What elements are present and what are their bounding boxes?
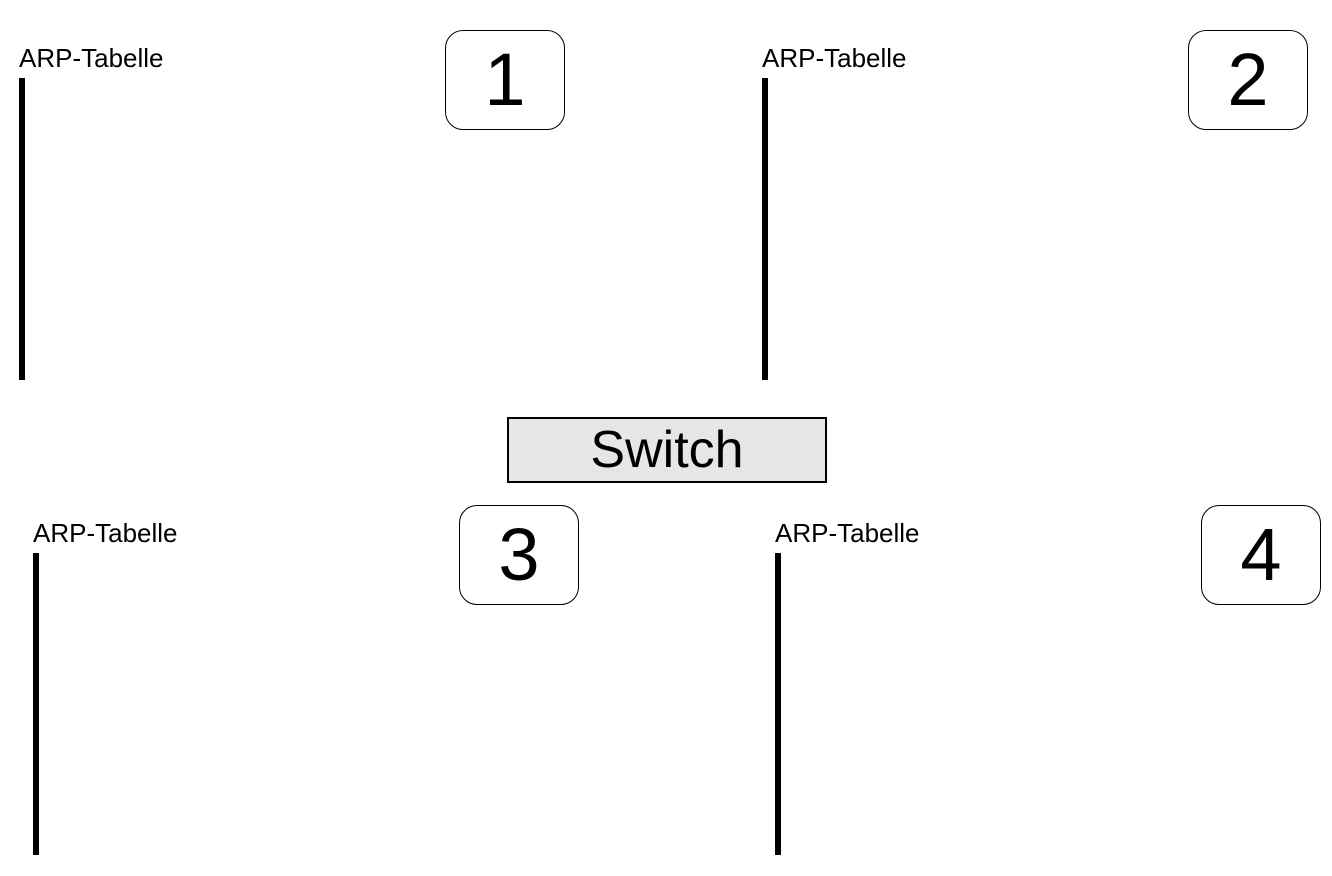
table-cell[interactable]	[19, 278, 23, 380]
table-cell[interactable]	[762, 178, 766, 280]
switch-node[interactable]: Switch	[507, 417, 827, 483]
table-row	[775, 753, 781, 855]
table-cell[interactable]	[764, 78, 768, 180]
table-cell[interactable]	[33, 553, 37, 655]
table-row	[19, 278, 25, 380]
table-row	[33, 553, 39, 655]
arp-table-caption-4: ARP-Tabelle	[775, 518, 920, 548]
table-cell[interactable]	[33, 653, 37, 755]
table-row	[33, 653, 39, 755]
table-row	[775, 653, 781, 755]
table-cell[interactable]	[19, 178, 23, 280]
arp-table-3	[33, 553, 39, 855]
table-row	[762, 78, 768, 180]
table-cell[interactable]	[21, 278, 25, 380]
table-cell[interactable]	[21, 178, 25, 280]
table-cell[interactable]	[19, 78, 23, 180]
table-cell[interactable]	[35, 553, 39, 655]
table-row	[33, 753, 39, 855]
table-row	[762, 278, 768, 380]
table-cell[interactable]	[762, 78, 766, 180]
table-cell[interactable]	[775, 753, 779, 855]
table-cell[interactable]	[764, 178, 768, 280]
table-cell[interactable]	[35, 653, 39, 755]
table-cell[interactable]	[21, 78, 25, 180]
table-cell[interactable]	[762, 278, 766, 380]
switch-label: Switch	[590, 421, 744, 479]
table-cell[interactable]	[777, 553, 781, 655]
node-badge-2[interactable]: 2	[1188, 30, 1308, 130]
table-cell[interactable]	[777, 653, 781, 755]
arp-table-caption-1: ARP-Tabelle	[19, 43, 164, 73]
table-row	[19, 178, 25, 280]
node-badge-4[interactable]: 4	[1201, 505, 1321, 605]
arp-table-caption-3: ARP-Tabelle	[33, 518, 178, 548]
table-row	[775, 553, 781, 655]
table-cell[interactable]	[775, 553, 779, 655]
arp-table-4	[775, 553, 781, 855]
table-cell[interactable]	[764, 278, 768, 380]
arp-table-2	[762, 78, 768, 380]
table-cell[interactable]	[777, 753, 781, 855]
table-cell[interactable]	[33, 753, 37, 855]
node-badge-3[interactable]: 3	[459, 505, 579, 605]
arp-table-caption-2: ARP-Tabelle	[762, 43, 907, 73]
table-cell[interactable]	[775, 653, 779, 755]
table-cell[interactable]	[35, 753, 39, 855]
arp-table-1	[19, 78, 25, 380]
table-row	[19, 78, 25, 180]
node-badge-1[interactable]: 1	[445, 30, 565, 130]
table-row	[762, 178, 768, 280]
